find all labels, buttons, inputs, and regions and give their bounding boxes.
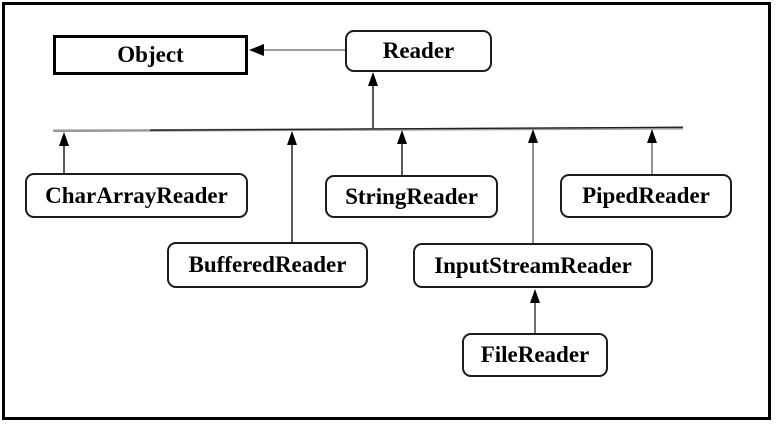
node-inputstreamreader: InputStreamReader xyxy=(413,243,653,288)
node-pipedreader: PipedReader xyxy=(560,174,732,218)
edge-stringreader-arrowhead xyxy=(397,130,407,144)
outer-frame xyxy=(2,2,771,420)
node-stringreader: StringReader xyxy=(325,175,498,218)
node-stringreader-label: StringReader xyxy=(345,183,478,209)
edge-filereader-arrowhead xyxy=(530,289,540,303)
node-filereader: FileReader xyxy=(462,333,608,377)
edge-pipedreader-arrowhead xyxy=(647,129,657,143)
node-reader: Reader xyxy=(345,30,492,72)
edge-bufferedreader-arrowhead xyxy=(287,131,297,145)
node-bufferedreader: BufferedReader xyxy=(167,242,368,288)
node-inputstreamreader-label: InputStreamReader xyxy=(434,252,632,278)
edge-inputstreamreader-arrowhead xyxy=(528,129,538,143)
node-chararrayreader: CharArrayReader xyxy=(25,173,248,218)
node-bufferedreader-label: BufferedReader xyxy=(188,252,347,277)
node-object: Object xyxy=(53,35,248,75)
node-filereader-label: FileReader xyxy=(480,342,590,367)
node-reader-label: Reader xyxy=(382,38,455,63)
bus-line-dark xyxy=(149,126,684,131)
node-chararrayreader-label: CharArrayReader xyxy=(45,182,228,208)
edge-reader-to-object-arrowhead xyxy=(249,44,264,56)
node-pipedreader-label: PipedReader xyxy=(582,183,710,208)
edge-chararrayreader-arrowhead xyxy=(59,132,69,146)
node-object-label: Object xyxy=(117,42,184,67)
edge-bus-to-reader-arrowhead xyxy=(368,72,378,86)
